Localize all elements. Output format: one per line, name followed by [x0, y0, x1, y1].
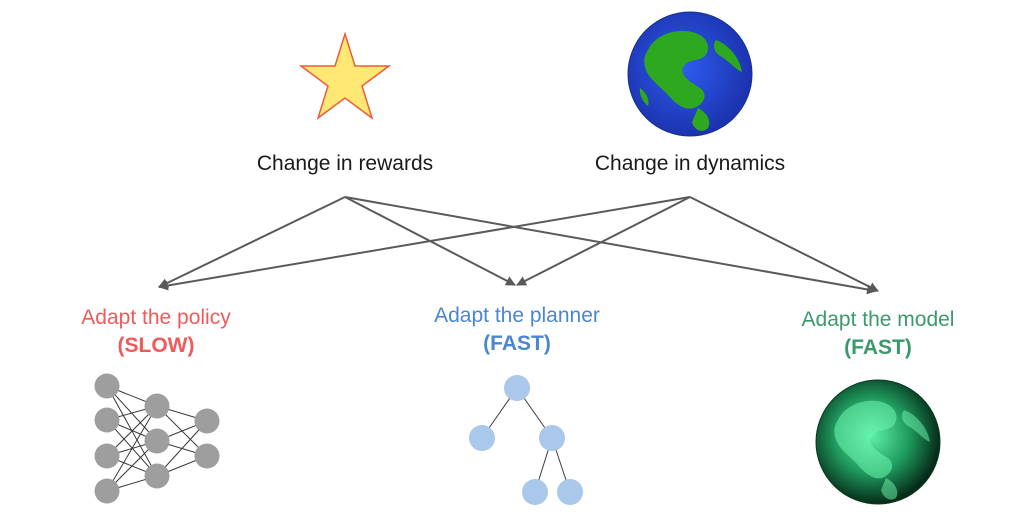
arrow-dynamics-to-planner: [516, 196, 691, 286]
planner-title: Adapt the planner: [434, 304, 600, 327]
model-speed: (FAST): [844, 336, 912, 359]
dynamics-label: Change in dynamics: [594, 152, 786, 175]
tree-icon: [469, 375, 583, 505]
glowing-earth-icon: [815, 379, 941, 505]
arrow-rewards-to-policy: [158, 196, 346, 288]
arrow-dynamics-to-model: [689, 196, 879, 292]
arrow-dynamics-to-policy: [158, 196, 691, 291]
arrows: [158, 196, 879, 295]
earth-icon: [627, 11, 753, 137]
planner-speed: (FAST): [483, 332, 551, 355]
star-icon: [298, 31, 392, 120]
policy-speed: (SLOW): [117, 334, 195, 357]
policy-title: Adapt the policy: [81, 306, 231, 329]
neural-network-icon: [94, 373, 220, 504]
arrow-rewards-to-model: [344, 196, 877, 295]
model-title: Adapt the model: [801, 308, 955, 331]
rewards-label: Change in rewards: [256, 152, 434, 175]
